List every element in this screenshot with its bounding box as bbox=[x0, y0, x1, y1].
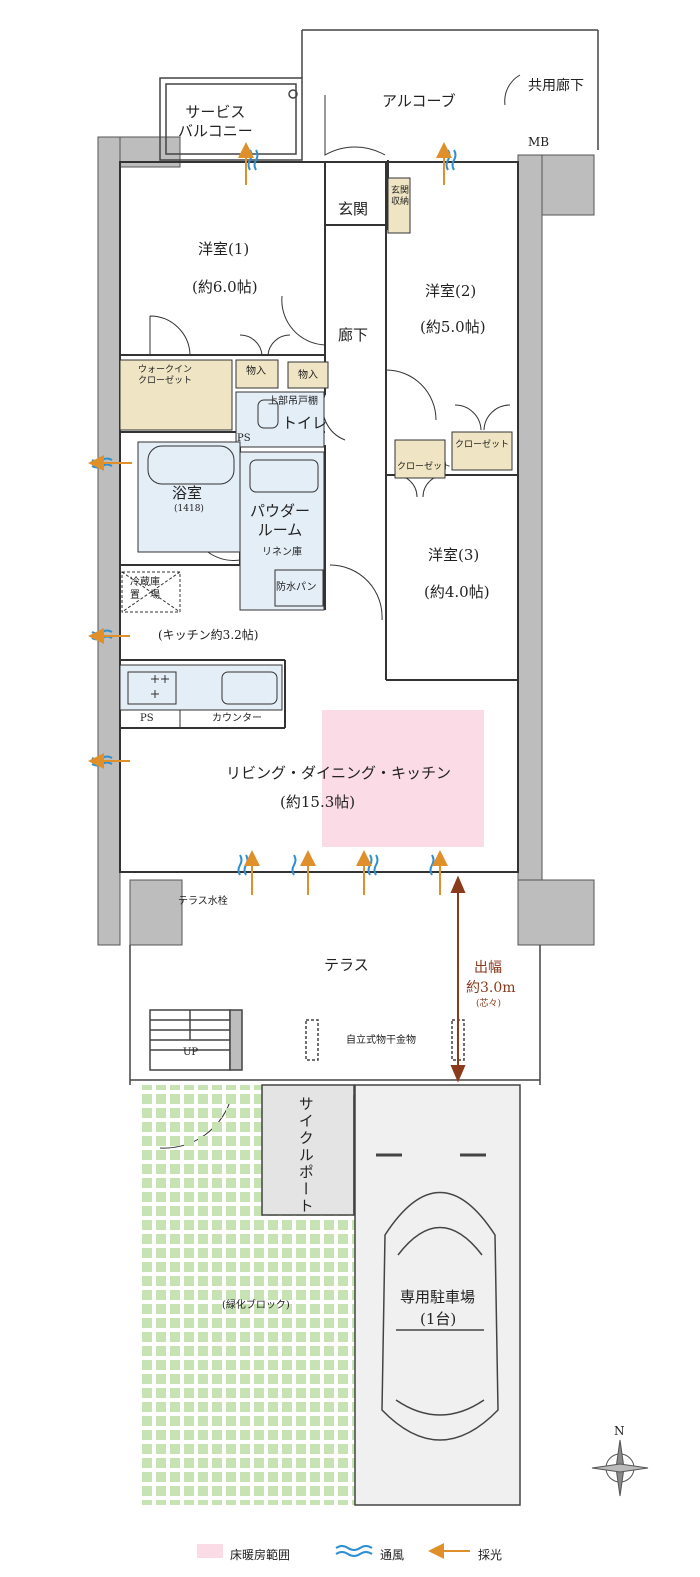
upper-shelf-label: 上部吊戸棚 bbox=[268, 396, 318, 407]
hallway-label: 廊下 bbox=[338, 326, 369, 344]
western-room-2-label: 洋室(2) bbox=[425, 282, 477, 300]
bath-size-label: (1418) bbox=[174, 504, 204, 514]
parking-label: 専用駐車場 bbox=[400, 1288, 476, 1306]
storage-1-label: 物入 bbox=[246, 366, 266, 377]
compass-north-label: N bbox=[614, 1424, 625, 1438]
storage-2-label: 物入 bbox=[298, 370, 318, 381]
toilet-label: トイレ bbox=[282, 414, 328, 432]
powder-room-label: パウダー ルーム bbox=[250, 502, 311, 539]
stairs-up-label: UP bbox=[183, 1047, 199, 1058]
common-corridor-label: 共用廊下 bbox=[528, 78, 584, 94]
parking-area bbox=[261, 1084, 521, 1506]
alcove-label: アルコーブ bbox=[382, 92, 456, 110]
western-room-2-size: (約5.0帖) bbox=[420, 318, 486, 336]
fridge-space-label: 冷蔵庫 置 場 bbox=[130, 577, 160, 601]
service-balcony-frame bbox=[159, 29, 599, 161]
compass-rose bbox=[591, 1439, 649, 1497]
wet-areas bbox=[119, 391, 325, 711]
entrance-label: 玄関 bbox=[338, 200, 369, 218]
closet-2-label: クローゼット bbox=[397, 462, 452, 472]
ps-2-label: PS bbox=[140, 713, 154, 724]
ldk-size-label: (約15.3帖) bbox=[280, 793, 356, 811]
western-room-3-label: 洋室(3) bbox=[428, 546, 480, 564]
parking-count-label: (1台) bbox=[420, 1310, 457, 1328]
daylight-markers bbox=[88, 142, 452, 895]
legend-daylight-label: 採光 bbox=[478, 1548, 503, 1562]
entrance-storage-label: 玄関 収納 bbox=[391, 186, 410, 208]
western-room-1-size: (約6.0帖) bbox=[192, 278, 258, 296]
bath-label: 浴室 bbox=[172, 484, 203, 502]
terrace-label: テラス bbox=[324, 956, 369, 974]
linen-storage-label: リネン庫 bbox=[262, 547, 302, 558]
ldk-label: リビング・ダイニング・キッチン bbox=[226, 764, 452, 782]
counter-label: カウンター bbox=[212, 713, 262, 724]
fixtures bbox=[119, 399, 324, 729]
storage-closets bbox=[119, 177, 513, 581]
closet-1-label: クローゼット bbox=[455, 440, 510, 450]
depth-value-label: 約3.0m bbox=[466, 980, 516, 996]
kitchen-label: (キッチン約3.2帖) bbox=[158, 628, 259, 642]
ps-1-label: PS bbox=[237, 433, 251, 444]
cycle-port-label: サイクルポート bbox=[296, 1096, 315, 1215]
legend-floor-heating-swatch bbox=[197, 1544, 223, 1558]
legend-ventilation-label: 通風 bbox=[380, 1548, 405, 1562]
depth-dimension bbox=[450, 875, 466, 1083]
waterproof-pan-label: 防水パン bbox=[276, 582, 317, 593]
western-room-3-size: (約4.0帖) bbox=[424, 583, 490, 601]
depth-title-label: 出幅 bbox=[474, 960, 502, 976]
western-room-1-label: 洋室(1) bbox=[198, 240, 250, 258]
floor-heating-area bbox=[322, 710, 484, 847]
legend-ventilation-icon bbox=[335, 1545, 373, 1557]
green-block-label: (緑化ブロック) bbox=[222, 1300, 290, 1311]
clothes-dryer-label: 自立式物干金物 bbox=[346, 1035, 416, 1046]
terrace-faucet-label: テラス水栓 bbox=[178, 896, 228, 907]
legend-floor-heating-label: 床暖房範囲 bbox=[230, 1548, 291, 1562]
mb-label: MB bbox=[528, 135, 550, 149]
walk-in-closet-label: ウォークイン クローゼット bbox=[138, 365, 193, 387]
service-balcony-label: サービス バルコニー bbox=[178, 103, 253, 140]
depth-note-label: (芯々) bbox=[476, 999, 502, 1009]
door-swings bbox=[149, 74, 521, 1149]
